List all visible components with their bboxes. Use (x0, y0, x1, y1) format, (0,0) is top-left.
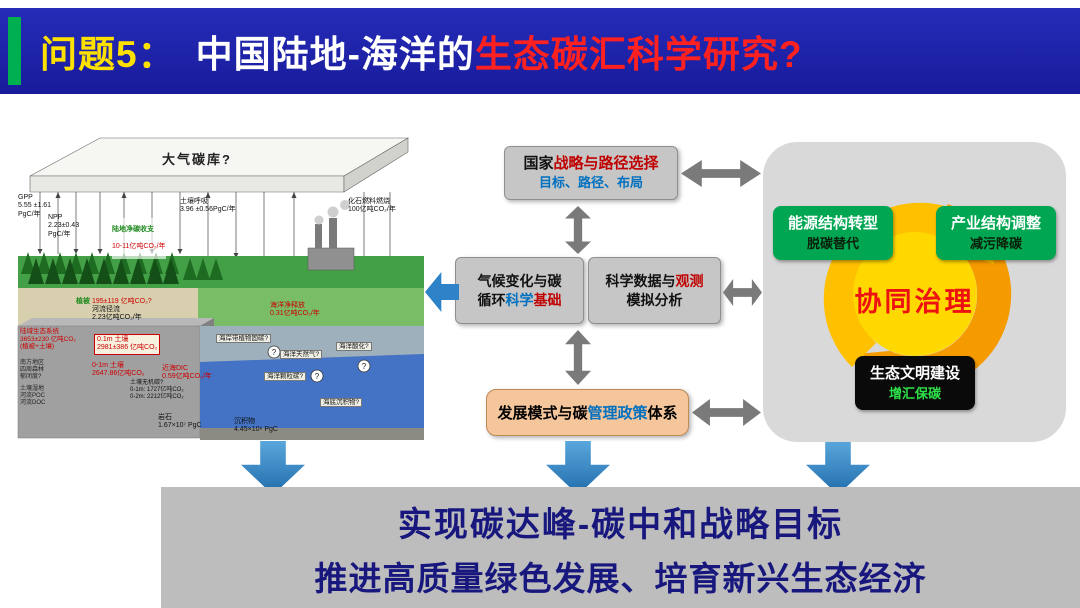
question-markers: ? ? ? (267, 345, 371, 383)
double-arrow-middle (723, 279, 762, 306)
label-ocean-poc: 海洋颗粒碳? (264, 372, 307, 382)
industry-title: 产业结构调整 (950, 215, 1041, 232)
box-climate-science: 气候变化与碳 循环科学基础 (455, 257, 584, 324)
green-accent-bar (8, 17, 21, 85)
label-ocean-net-release: 海洋净释放 0.31亿吨CO₂/年 (270, 302, 320, 318)
goal-banner: 实现碳达峰-碳中和战略目标 推进高质量绿色发展、培育新兴生态经济 (161, 487, 1080, 608)
vegetation-name: 植被 (76, 298, 92, 306)
flux-arrowheads (37, 192, 393, 282)
label-soil-respiration: 土壤呼吸 3.96 ±0.56PgC/年 (180, 198, 236, 214)
question-number: 问题5： (40, 34, 176, 75)
vegetation-value: 195±119 亿吨CO₂? (91, 298, 152, 306)
box-ecological-civilization: 生态文明建设 增汇保碳 (855, 356, 975, 410)
label-npp: NPP 2.23±0.43 PgC/年 (48, 214, 80, 238)
label-rock: 岩石 1.67×10⁷ PgC (158, 414, 202, 430)
climate-line2: 循环科学基础 (456, 291, 583, 310)
atmosphere-slab (29, 137, 410, 193)
governance-panel: 协同治理 能源结构转型 脱碳替代 产业结构调整 减污降碳 生态文明建设 增汇保碳 (763, 142, 1066, 442)
data-l1-red: 观测 (675, 272, 704, 289)
label-gpp: GPP 5.55 ±1.61 PgC/年 (18, 194, 52, 218)
goal-line1: 实现碳达峰-碳中和战略目标 (397, 506, 844, 544)
land-net-name: 陆地净碳收支 (112, 226, 154, 234)
question-mark-icon: ? (362, 362, 367, 371)
policy-blue: 管理政策 (587, 405, 648, 422)
box-national-strategy: 国家战略与路径选择 目标、路径、布局 (504, 146, 678, 200)
label-note1: 南方地区 四周森林 郁闭度? (20, 360, 45, 381)
double-arrow-top (681, 160, 761, 187)
national-strategy-sub: 目标、路径、布局 (538, 174, 643, 190)
label-fossil-fuel: 化石燃料燃烧 100亿吨CO₂/年 (348, 198, 396, 214)
label-vegetation: 植被 195±119 亿吨CO₂? (76, 290, 152, 307)
goal-line2: 推进高质量绿色发展、培育新兴生态经济 (314, 560, 927, 597)
national-strategy-black: 国家 (523, 155, 554, 173)
eco-title: 生态文明建设 (869, 365, 960, 382)
label-land-net-budget: 陆地净碳收支 10-11亿吨CO₂/年 (112, 218, 166, 260)
label-sediment: 沉积物 4.45×10⁶ PgC (234, 418, 278, 434)
left-arrow (425, 272, 459, 312)
label-river-runoff: 河流径流 2.23亿吨CO₂/年 (92, 306, 142, 322)
climate-line1: 气候变化与碳 (477, 272, 562, 289)
policy-black2: 体系 (647, 405, 678, 422)
energy-title: 能源结构转型 (787, 215, 878, 232)
label-atmosphere-pool: 大气碳库? (162, 152, 232, 167)
climate-l2-red: 基础 (533, 291, 562, 308)
slide-title: 问题5： 中国陆地-海洋的生态碳汇科学研究? (40, 24, 803, 78)
label-ocean-gas: 海洋天然气? (280, 350, 323, 360)
industry-sub: 减污降碳 (969, 236, 1022, 251)
climate-l2-blue: 科学 (505, 291, 534, 308)
eco-sub: 增汇保碳 (888, 386, 941, 401)
climate-l2-black: 循环 (477, 291, 506, 308)
land-net-value: 10-11亿吨CO₂/年 (112, 242, 166, 250)
double-arrow-bottom (692, 399, 761, 426)
label-soil-inorganic: 土壤无机碳? 0-1m: 1727亿吨CO₂ 0-2m: 2212亿吨CO₂ (130, 380, 184, 401)
title-part-white: 中国陆地-海洋的 (195, 34, 475, 75)
double-arrow-vertical-bottom (565, 330, 591, 385)
label-soil-1m: 0-1m 土壤 2647.86亿吨CO₂ (92, 362, 145, 378)
carbon-cycle-diagram: ? ? ? 大气碳库? GPP 5.55 ±1.61 PgC/年 NPP 2.2… (12, 122, 430, 456)
data-line2: 模拟分析 (626, 291, 683, 308)
double-arrow-vertical-top (565, 206, 591, 254)
trees-icon (21, 252, 223, 284)
national-strategy-title: 国家战略与路径选择 (505, 154, 677, 174)
label-coastal-dic: 近海DIC 0.59亿吨CO₂/年 (162, 365, 212, 381)
energy-sub: 脱碳替代 (806, 236, 859, 251)
national-strategy-red: 战略与路径选择 (553, 155, 659, 173)
data-l1-black: 科学数据与 (605, 272, 676, 289)
label-land-ecosystem: 陆域生态系统 3653±230 亿吨CO₂ (植被+土壤) (20, 328, 76, 351)
label-collaborative-governance: 协同治理 (854, 287, 975, 317)
carbon-cycle-art: ? ? ? (17, 137, 424, 440)
policy-black1: 发展模式与碳 (497, 405, 588, 422)
data-line1: 科学数据与观测 (589, 272, 720, 291)
question-mark-icon: ? (272, 348, 277, 357)
label-coastal-plants: 海岸带植物固碳? (216, 334, 272, 344)
box-development-policy: 发展模式与碳管理政策体系 (486, 389, 689, 436)
box-science-data: 科学数据与观测 模拟分析 (588, 257, 721, 324)
box-industry-adjustment: 产业结构调整 减污降碳 (936, 206, 1056, 260)
title-part-red: 生态碳汇科学研究? (474, 34, 803, 75)
question-mark-icon: ? (315, 372, 320, 381)
label-ocean-acidification: 海洋酸化? (336, 342, 372, 352)
label-soil-01m: 0.1m 土壤 2981±386 亿吨CO₂ (94, 334, 161, 355)
policy-title: 发展模式与碳管理政策体系 (497, 402, 677, 423)
title-banner: 问题5： 中国陆地-海洋的生态碳汇科学研究? (0, 8, 1080, 94)
box-energy-transition: 能源结构转型 脱碳替代 (773, 206, 893, 260)
label-seafloor-sediment: 海底沉积物? (320, 398, 363, 408)
factory-icon (307, 200, 355, 271)
label-note2: 土壤湿地 河流POC 河流DOC (20, 386, 46, 407)
ocean-block (200, 326, 424, 440)
